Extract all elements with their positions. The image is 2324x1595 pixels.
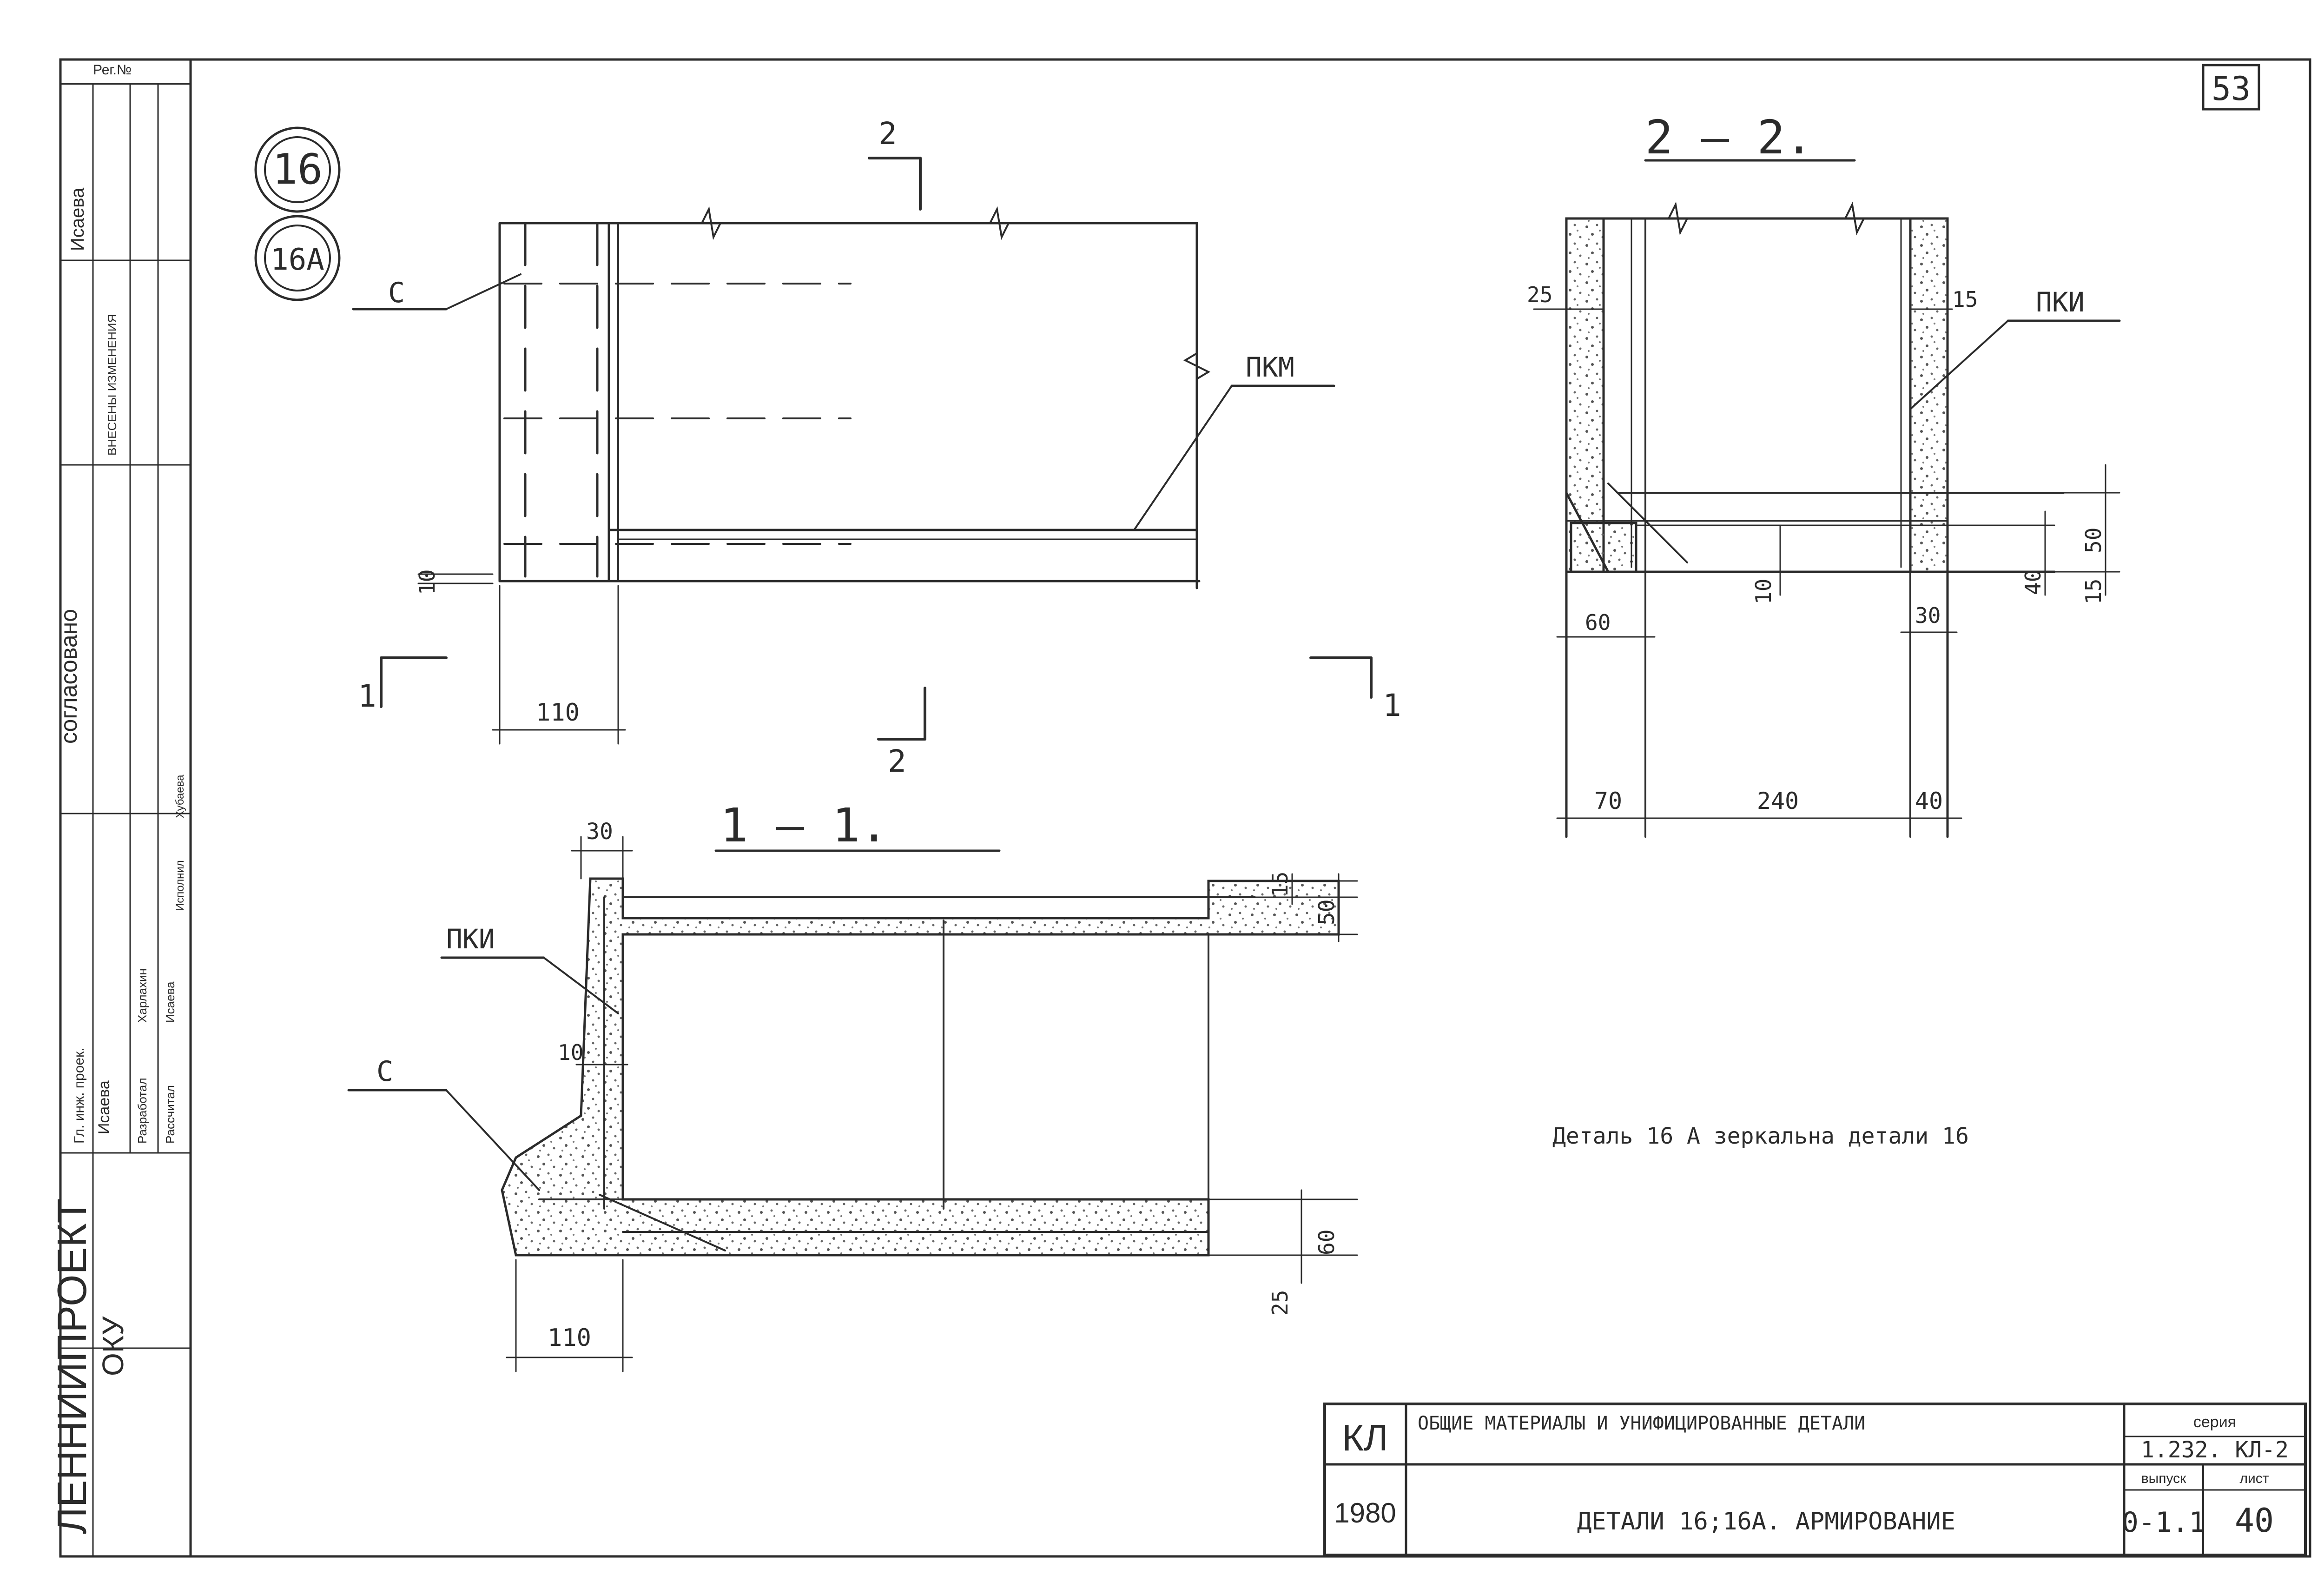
section-1-1-dim-50: 50 bbox=[1314, 900, 1339, 925]
title-org-code: КЛ bbox=[1342, 1417, 1388, 1458]
section-2-2-label-pkm: ПКИ bbox=[2036, 286, 2085, 318]
title-series-label: серия bbox=[2193, 1413, 2236, 1431]
section-2-2: 2 — 2. 25 15 ПКИ bbox=[1527, 110, 2121, 838]
title-sheet-title: ДЕТАЛИ 16;16А. АРМИРОВАНИЕ bbox=[1577, 1508, 1955, 1535]
page-number: 53 bbox=[2212, 70, 2251, 108]
section-1-1-title: 1 — 1. bbox=[720, 798, 888, 853]
section-2-2-dim-70: 70 bbox=[1594, 788, 1622, 814]
section-2-2-dim-15-top: 15 bbox=[1952, 287, 1978, 312]
section-2-2-dim-15-right: 15 bbox=[2081, 579, 2106, 604]
stamp-changes: ВНЕСЕНЫ ИЗМЕНЕНИЯ bbox=[105, 314, 119, 456]
section-1-1: 1 — 1. 30 15 50 ПКИ 10 bbox=[347, 798, 1358, 1372]
page-number-box: 53 bbox=[2202, 64, 2260, 111]
section-2-2-dim-60: 60 bbox=[1585, 610, 1611, 635]
plan-cut-2-bottom: 2 bbox=[888, 743, 906, 779]
mirror-note: Деталь 16 А зеркальна детали 16 bbox=[1552, 1123, 1969, 1149]
stamp-checked: Рассчитал bbox=[163, 1085, 177, 1144]
section-1-1-dim-25: 25 bbox=[1268, 1290, 1293, 1316]
stamp-developed: Разработал bbox=[135, 1078, 149, 1144]
section-1-1-dim-15: 15 bbox=[1268, 872, 1293, 897]
section-2-2-dim-40-bottom: 40 bbox=[1915, 788, 1943, 814]
title-block: КЛ 1980 ОБЩИЕ МАТЕРИАЛЫ И УНИФИЦИРОВАННЫ… bbox=[1323, 1403, 2307, 1556]
plan-label-c: С bbox=[388, 277, 405, 309]
plan-view: С ПКМ 10 110 1 1 2 2 bbox=[352, 116, 1401, 779]
section-2-2-dim-25: 25 bbox=[1527, 282, 1552, 307]
section-2-2-dim-10: 10 bbox=[1751, 579, 1776, 604]
plan-cut-1-left: 1 bbox=[358, 678, 376, 714]
plan-label-pkm: ПКМ bbox=[1246, 351, 1294, 383]
section-1-1-label-pkm: ПКИ bbox=[446, 923, 495, 955]
title-sheet-value: 40 bbox=[2235, 1502, 2274, 1540]
stamp-name-a: Харлахин bbox=[135, 968, 149, 1023]
stamp-done: Исполнил bbox=[174, 860, 186, 911]
stamp-head-label: Гл. инж. проек. bbox=[72, 1047, 87, 1144]
detail-mark-16: 16 bbox=[254, 126, 341, 213]
detail-mark-16a-text: 16A bbox=[271, 243, 324, 277]
stamp-name-b: Исаева bbox=[163, 981, 177, 1023]
section-1-1-dim-60: 60 bbox=[1314, 1230, 1339, 1255]
section-1-1-dim-10: 10 bbox=[558, 1040, 583, 1065]
section-1-1-dim-110: 110 bbox=[548, 1324, 591, 1352]
title-sheet-label: лист bbox=[2239, 1471, 2269, 1486]
stamp-agreed: согласовано bbox=[56, 609, 82, 744]
plan-cut-1-right: 1 bbox=[1383, 688, 1401, 723]
side-stamp: Рег.№ согласовано ЛЕННИИПРОЕКТ ОКУ Исаев… bbox=[49, 62, 191, 1557]
detail-mark-16a: 16A bbox=[254, 215, 341, 301]
title-year: 1980 bbox=[1334, 1497, 1396, 1529]
stamp-name-c: Хубаева bbox=[174, 774, 186, 818]
stamp-eng-name: Исаева bbox=[95, 1080, 113, 1134]
section-2-2-dim-40-right: 40 bbox=[2020, 569, 2046, 595]
section-2-2-dim-240: 240 bbox=[1757, 788, 1799, 814]
section-2-2-dim-50: 50 bbox=[2081, 528, 2106, 553]
title-series-value: 1.232. КЛ-2 bbox=[2141, 1437, 2289, 1463]
section-1-1-label-c: С bbox=[376, 1055, 393, 1088]
plan-cut-2-top: 2 bbox=[878, 116, 897, 152]
title-series-title: ОБЩИЕ МАТЕРИАЛЫ И УНИФИЦИРОВАННЫЕ ДЕТАЛИ bbox=[1418, 1413, 1865, 1434]
stamp-institute: ЛЕННИИПРОЕКТ bbox=[49, 1198, 95, 1534]
stamp-dept: ОКУ bbox=[96, 1316, 130, 1376]
detail-mark-16-text: 16 bbox=[272, 145, 323, 194]
section-1-1-dim-30: 30 bbox=[586, 819, 613, 845]
section-2-2-dim-30: 30 bbox=[1915, 603, 1941, 628]
plan-dim-110: 110 bbox=[536, 699, 580, 727]
section-2-2-title: 2 — 2. bbox=[1645, 110, 1813, 165]
stamp-head-name: Исаева bbox=[67, 187, 88, 251]
title-issue-value: 0-1.1 bbox=[2122, 1506, 2206, 1539]
title-issue-label: выпуск bbox=[2141, 1471, 2186, 1486]
plan-dim-10: 10 bbox=[415, 569, 440, 595]
reg-label: Рег.№ bbox=[93, 62, 132, 78]
